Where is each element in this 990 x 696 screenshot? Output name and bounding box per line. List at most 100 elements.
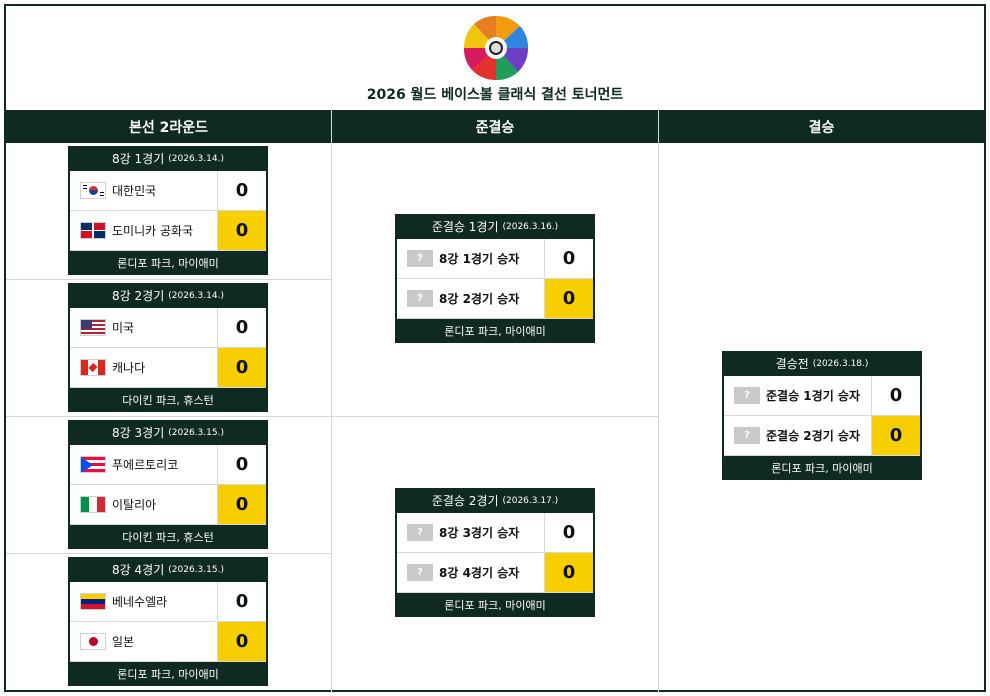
divider <box>6 416 331 417</box>
column-header-semifinal: 준결승 <box>332 110 658 143</box>
team-row[interactable]: 푸에르토리코 0 <box>70 445 266 485</box>
unknown-team-icon: ? <box>734 427 760 444</box>
match-venue: 론디포 파크, 마이애미 <box>444 599 546 612</box>
team-row[interactable]: ? 준결승 2경기 승자 0 <box>724 416 920 456</box>
unknown-team-icon: ? <box>407 250 433 267</box>
team-row[interactable]: ?8강 3경기 승자 0 <box>397 513 593 553</box>
divider <box>331 110 332 692</box>
team-name: 베네수엘라 <box>112 595 168 609</box>
bracket-frame: 2026 월드 베이스볼 클래식 결선 토너먼트 본선 2라운드 준결승 결승 … <box>4 4 986 692</box>
header: 2026 월드 베이스볼 클래식 결선 토너먼트 <box>6 6 984 110</box>
usa-flag-icon <box>80 319 106 336</box>
match-header: 8강 3경기(2026.3.15.) <box>68 420 268 445</box>
wbc-logo-icon <box>463 15 529 81</box>
divider <box>658 110 659 692</box>
team-name: 8강 4경기 승자 <box>439 566 520 580</box>
final-match[interactable]: 결승전(2026.3.18.) ?준결승 1경기 승자 0 ? 준결승 2경기 승… <box>722 351 922 480</box>
match-date: (2026.3.18.) <box>812 358 869 369</box>
team-name: 8강 1경기 승자 <box>439 252 520 266</box>
dominican-flag-icon <box>80 222 106 239</box>
qf-match-3[interactable]: 8강 3경기(2026.3.15.) 푸에르토리코 0 이탈리아 0 다이킨 파… <box>68 420 268 549</box>
match-venue: 론디포 파크, 마이애미 <box>444 325 546 338</box>
team-name: 준결승 2경기 승자 <box>766 429 860 443</box>
puerto-rico-flag-icon <box>80 456 106 473</box>
team-score: 0 <box>235 454 249 475</box>
italy-flag-icon <box>80 496 106 513</box>
team-score: 0 <box>235 317 249 338</box>
team-name: 8강 3경기 승자 <box>439 526 520 540</box>
match-venue: 론디포 파크, 마이애미 <box>117 668 219 681</box>
korea-flag-icon <box>80 182 106 199</box>
team-row[interactable]: ?8강 1경기 승자 0 <box>397 239 593 279</box>
match-header: 8강 1경기(2026.3.14.) <box>68 146 268 171</box>
team-score: 0 <box>545 279 593 318</box>
match-title: 8강 2경기 <box>112 289 165 303</box>
match-venue: 다이킨 파크, 휴스턴 <box>122 394 214 407</box>
canada-flag-icon <box>80 359 106 376</box>
unknown-team-icon: ? <box>407 290 433 307</box>
team-row[interactable]: ? 8강 2경기 승자 0 <box>397 279 593 319</box>
match-date: (2026.3.17.) <box>502 495 559 506</box>
match-date: (2026.3.15.) <box>168 427 224 438</box>
match-title: 8강 3경기 <box>112 426 165 440</box>
team-row[interactable]: ?준결승 1경기 승자 0 <box>724 376 920 416</box>
team-row[interactable]: 일본 0 <box>70 622 266 662</box>
team-row[interactable]: 미국 0 <box>70 308 266 348</box>
sf-match-1[interactable]: 준결승 1경기(2026.3.16.) ? 8강 1경기 승자 0 ? 8강 2경기… <box>395 214 595 343</box>
team-row[interactable]: 이탈리아 0 <box>70 485 266 525</box>
qf-match-4[interactable]: 8강 4경기(2026.3.15.) 베네수엘라 0 일본 0 론디포 파크, … <box>68 557 268 686</box>
team-score: 0 <box>889 385 903 406</box>
team-row[interactable]: 캐나다 0 <box>70 348 266 388</box>
team-name: 일본 <box>112 635 135 649</box>
team-name: 대한민국 <box>112 184 157 198</box>
team-name: 미국 <box>112 321 135 335</box>
column-header-round2: 본선 2라운드 <box>6 110 331 143</box>
team-row[interactable]: 도미니카 공화국 0 <box>70 211 266 251</box>
team-score: 0 <box>872 416 920 455</box>
team-score: 0 <box>235 180 249 201</box>
match-date: (2026.3.14.) <box>168 290 224 301</box>
team-name: 캐나다 <box>112 361 146 375</box>
match-title: 결승전 <box>775 357 809 371</box>
match-venue: 론디포 파크, 마이애미 <box>771 462 873 475</box>
match-title: 준결승 1경기 <box>431 220 499 234</box>
team-row[interactable]: 대한민국 0 <box>70 171 266 211</box>
match-header: 준결승 1경기(2026.3.16.) <box>395 214 595 239</box>
team-name: 도미니카 공화국 <box>112 224 194 238</box>
team-name: 이탈리아 <box>112 498 157 512</box>
team-row[interactable]: ? 8강 4경기 승자 0 <box>397 553 593 593</box>
japan-flag-icon <box>80 633 106 650</box>
match-header: 8강 2경기(2026.3.14.) <box>68 283 268 308</box>
qf-match-2[interactable]: 8강 2경기(2026.3.14.) 미국 0 캐나다 0 다이킨 파크, 휴스 <box>68 283 268 412</box>
sf-match-2[interactable]: 준결승 2경기(2026.3.17.) ? 8강 3경기 승자 0 ? 8강 4경기… <box>395 488 595 617</box>
team-score: 0 <box>545 553 593 592</box>
match-date: (2026.3.14.) <box>168 153 224 164</box>
match-title: 준결승 2경기 <box>431 494 499 508</box>
unknown-team-icon: ? <box>734 387 760 404</box>
team-name: 8강 2경기 승자 <box>439 292 520 306</box>
match-header: 8강 4경기(2026.3.15.) <box>68 557 268 582</box>
match-header: 결승전(2026.3.18.) <box>722 351 922 376</box>
match-venue: 다이킨 파크, 휴스턴 <box>122 531 214 544</box>
team-row[interactable]: 베네수엘라 0 <box>70 582 266 622</box>
match-date: (2026.3.15.) <box>168 564 224 575</box>
divider <box>6 279 331 280</box>
unknown-team-icon: ? <box>407 524 433 541</box>
team-score: 0 <box>218 622 266 661</box>
match-header: 준결승 2경기(2026.3.17.) <box>395 488 595 513</box>
divider <box>332 416 658 417</box>
match-venue: 론디포 파크, 마이애미 <box>117 257 219 270</box>
venezuela-flag-icon <box>80 593 106 610</box>
team-name: 푸에르토리코 <box>112 458 179 472</box>
match-title: 8강 1경기 <box>112 152 165 166</box>
match-title: 8강 4경기 <box>112 563 165 577</box>
page-title: 2026 월드 베이스볼 클래식 결선 토너먼트 <box>366 87 624 103</box>
column-header-final: 결승 <box>659 110 984 143</box>
team-score: 0 <box>218 211 266 250</box>
team-score: 0 <box>218 348 266 387</box>
match-date: (2026.3.16.) <box>502 221 559 232</box>
team-score: 0 <box>218 485 266 524</box>
qf-match-1[interactable]: 8강 1경기(2026.3.14.) 대한민국 0 도미니 <box>68 146 268 275</box>
team-score: 0 <box>235 591 249 612</box>
unknown-team-icon: ? <box>407 564 433 581</box>
